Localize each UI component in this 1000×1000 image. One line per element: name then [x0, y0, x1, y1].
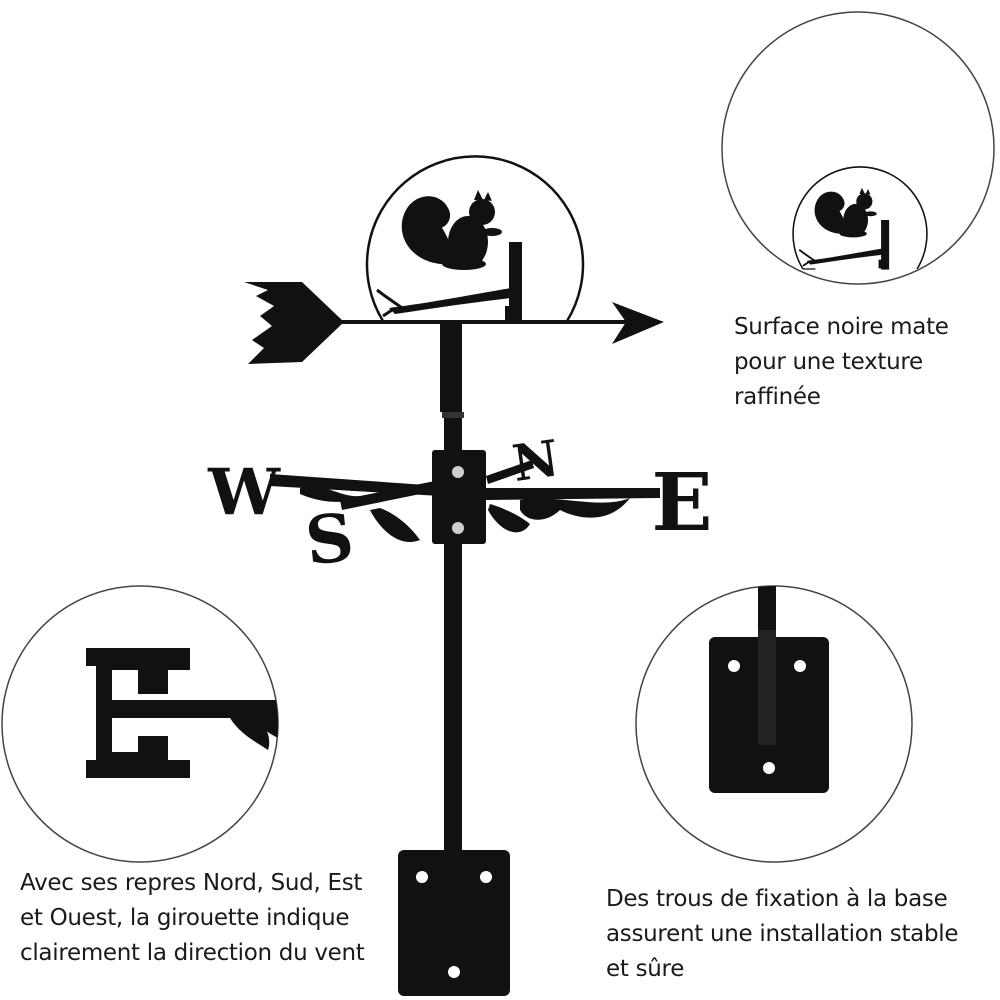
compass-letter-west: W — [207, 455, 281, 530]
caption-line: assurent une installation stable — [606, 921, 959, 947]
caption-line: Avec ses repres Nord, Sud, Est — [20, 870, 363, 896]
compass-letter-east: E — [652, 455, 713, 549]
caption-line: raffinée — [734, 384, 821, 410]
detail-circle-topper — [721, 11, 995, 285]
mounting-hole — [480, 871, 492, 883]
caption-line: pour une texture — [734, 349, 923, 375]
detail-circle-east-letter — [1, 585, 279, 863]
caption-line: clairement la direction du vent — [20, 940, 365, 966]
compass-letter-south: S — [302, 498, 358, 581]
caption-line: Des trous de fixation à la base — [606, 886, 948, 912]
mounting-hole — [416, 871, 428, 883]
topper-squirrel-icon — [367, 156, 583, 322]
caption-line: et sûre — [606, 956, 685, 982]
mounting-hole — [448, 966, 460, 978]
screw-icon — [452, 466, 464, 478]
compass-arms — [270, 460, 660, 542]
caption-surface: Surface noire mate pour une texture raff… — [734, 310, 949, 415]
weathervane-main: W E N S — [207, 156, 712, 996]
detail-circle-mounting-plate — [635, 585, 913, 863]
caption-line: et Ouest, la girouette indique — [20, 905, 350, 931]
mounting-plate — [398, 850, 510, 996]
screw-icon — [452, 522, 464, 534]
pole-upper — [440, 322, 462, 412]
compass-letter-north: N — [509, 428, 562, 493]
caption-mounting-holes: Des trous de fixation à la base assurent… — [606, 882, 959, 987]
arrow-pointer — [244, 282, 664, 364]
caption-directions: Avec ses repres Nord, Sud, Est et Ouest,… — [20, 866, 365, 971]
hub-bracket — [432, 450, 486, 544]
caption-line: Surface noire mate — [734, 314, 949, 340]
